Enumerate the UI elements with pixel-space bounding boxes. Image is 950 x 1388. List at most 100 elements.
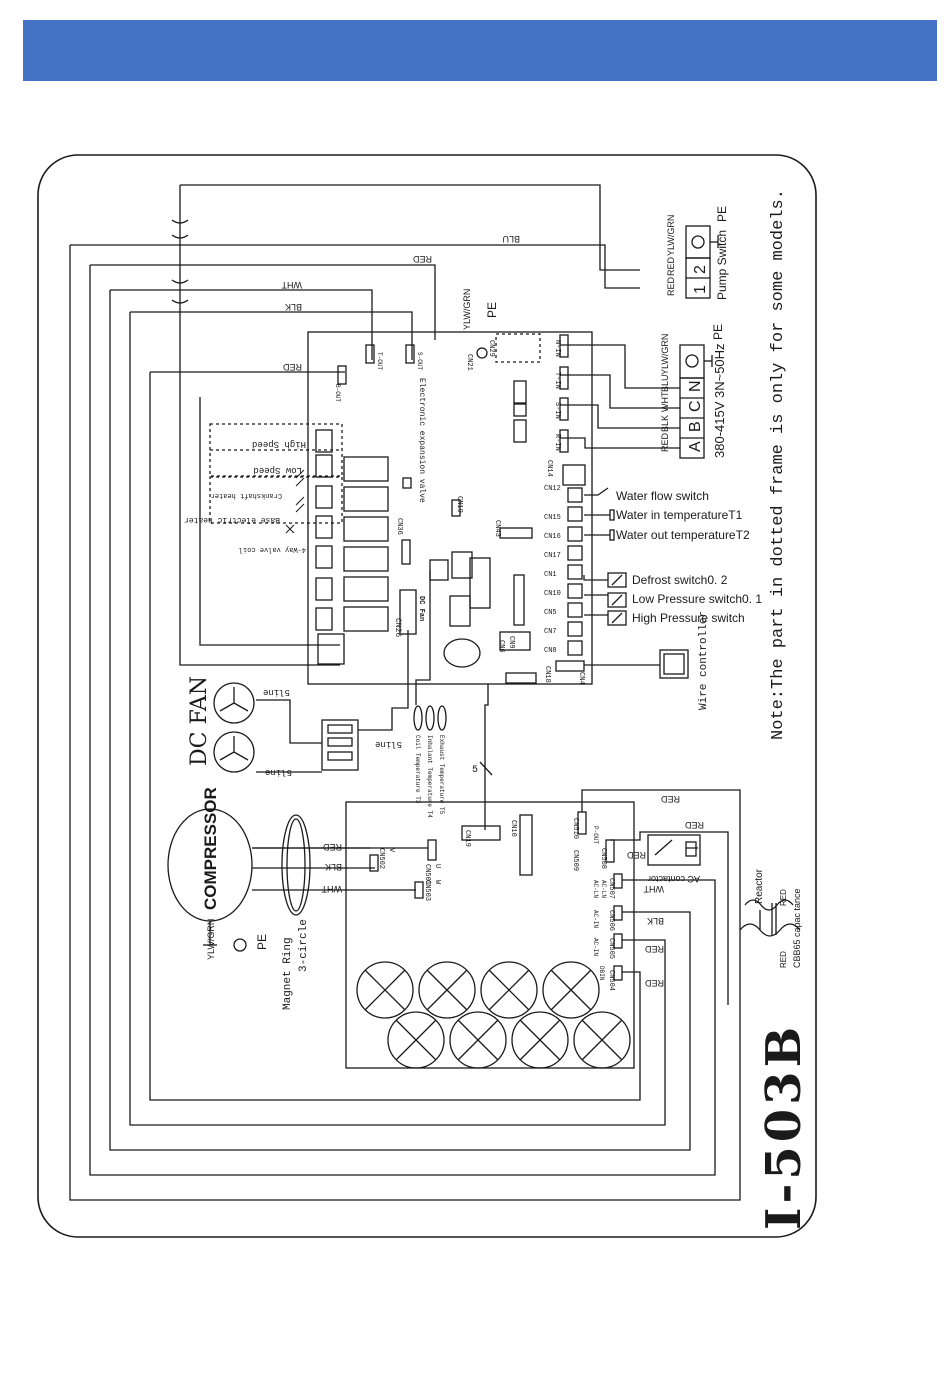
ps-voltage-label: 380-415V 3N~50Hz (712, 343, 727, 458)
inverter-board (345, 801, 635, 1069)
inv-label-p-out: P-OUT (592, 826, 599, 844)
magnet-ring-sub: 3-circle (298, 919, 310, 972)
ps-wire-wht: WHT (660, 391, 670, 412)
heater-dotted-frame (209, 476, 343, 524)
inv-cn508: CN508 (599, 848, 607, 869)
main-board (307, 331, 593, 685)
inv-label-dbin: DBIN (598, 966, 605, 981)
sensor-water-flow: Water flow switch (616, 489, 709, 503)
port-cn17: CN17 (544, 552, 561, 560)
port-b-out: B-OUT (334, 384, 341, 402)
port-r-in: R-IN (553, 434, 561, 451)
port-cn36: CN36 (395, 518, 403, 535)
inv-wire-wht: WHT (643, 884, 664, 894)
ps-terminal-a: A (687, 441, 704, 452)
port-cn16: CN16 (544, 533, 561, 541)
inv-wire-red-5: RED (644, 978, 664, 988)
magnet-ring-label: Magnet Ring (282, 937, 294, 1010)
port-t-out: T-OUT (376, 352, 383, 370)
pump-wire-red-1: RED (666, 276, 676, 296)
inv-cn507: CN507 (607, 878, 615, 899)
ac-contactor-box (647, 834, 701, 866)
inv-wire-blk: BLK (647, 916, 664, 926)
port-cn5: CN5 (544, 609, 557, 617)
inv-label-ac-ln-2: AC-LN (600, 880, 607, 898)
inv-cn505: CN505 (607, 938, 615, 959)
ps-terminal-c: C (687, 400, 704, 412)
temp-inhalant-t4: Inhalant Temperature T4 (426, 735, 433, 818)
reactor-cap-label: CBB65 capac tance (792, 888, 802, 968)
inv-cn510: CN510 (571, 818, 579, 839)
ps-terminal-n: N (687, 380, 704, 392)
port-cn12: CN12 (544, 485, 561, 493)
port-cn7: CN7 (544, 628, 557, 636)
inv-cn19: CN19 (463, 830, 471, 847)
inv-cn501: CN501 (423, 864, 431, 885)
compressor-wire-wht: WHT (321, 884, 342, 894)
sensor-high-pressure: High Pressure switch (632, 611, 745, 625)
inv-cn506: CN506 (607, 910, 615, 931)
inv-cn502: CN502 (377, 848, 385, 869)
header-band (23, 20, 937, 81)
high-speed-label: High Speed (252, 439, 306, 449)
inv-cn504: CN504 (607, 970, 615, 991)
diagram-title: I-503B (756, 1023, 812, 1230)
cable-5-label: 5 (472, 765, 478, 776)
dc-fan-line-2: 5line (375, 739, 402, 749)
pump-pe: PE (715, 206, 729, 222)
inv-label-ac-in-2: AC-IN (592, 938, 599, 956)
inv-phase-u: U (433, 864, 441, 868)
inv-wire-red-1: RED (660, 794, 680, 804)
inv-wire-red-2: RED (684, 820, 704, 830)
top-wire-red-left: RED (282, 362, 302, 372)
note-text: Note:The part in dotted frame is only fo… (769, 189, 788, 740)
dc-fan-line-1: 5line (263, 687, 290, 697)
port-cn18: CN18 (543, 666, 551, 683)
exp-valve-label: Electronic expansion valve (417, 378, 426, 503)
compressor-ground: YLW/GRN (206, 919, 216, 960)
port-cn43: CN43 (493, 520, 501, 537)
inv-wire-red-4: RED (644, 944, 664, 954)
inv-cn10: CN10 (509, 820, 517, 837)
port-cn6: CN6 (497, 640, 505, 653)
inv-label-ac-in-1: AC-IN (592, 910, 599, 928)
pump-wire-red-2: RED (666, 256, 676, 276)
inv-wire-red-3: RED (626, 850, 646, 860)
ps-pe: PE (711, 324, 725, 340)
diagram-frame (37, 154, 817, 1238)
port-n-in: N-IN (553, 340, 561, 357)
inv-phase-w: W (433, 880, 441, 885)
port-cn21: CN21 (465, 354, 473, 371)
inv-label-ac-ln-1: AC-LN (592, 880, 599, 898)
ac-contactor-label: AC contactor (648, 874, 700, 884)
wire-controller-box (659, 649, 689, 679)
sensor-water-out-t2: Water out temperatureT2 (616, 528, 750, 542)
port-cn8: CN8 (544, 647, 557, 655)
compressor-label: COMPRESSOR (201, 787, 220, 910)
compressor-pe: PE (255, 934, 269, 950)
board-ground: YLW/GRN (462, 289, 472, 330)
port-s-out: S-OUT (416, 352, 423, 370)
port-cn15: CN15 (544, 514, 561, 522)
sensor-defrost: Defrost switch0. 2 (632, 573, 728, 587)
compressor-wire-red: RED (322, 842, 342, 852)
sensor-water-in-t1: Water in temperatureT1 (616, 508, 743, 522)
pump-ground: YLW/GRN (666, 215, 676, 256)
ps-wire-blu: BLU (660, 374, 670, 392)
reactor-label: Reactor (754, 868, 765, 904)
port-cn29: CN29 (487, 340, 495, 357)
port-cn14: CN14 (545, 460, 553, 477)
dc-fan-label: DC FAN (187, 676, 212, 766)
inv-cn509: CN509 (571, 850, 579, 871)
reactor-wire-red-2: RED (779, 951, 788, 968)
cn29-dotted-frame (495, 333, 541, 363)
sensor-low-pressure: Low Pressure switch0. 1 (632, 592, 762, 606)
dc-fan-line-3: 5line (265, 767, 292, 777)
port-cn1: CN1 (544, 571, 557, 579)
port-s-in: S-IN (553, 402, 561, 419)
ps-terminal-b: B (687, 421, 704, 432)
top-wire-blk: BLK (285, 302, 302, 312)
inv-phase-v: V (387, 848, 395, 853)
reactor-wire-red-1: RED (779, 889, 788, 906)
